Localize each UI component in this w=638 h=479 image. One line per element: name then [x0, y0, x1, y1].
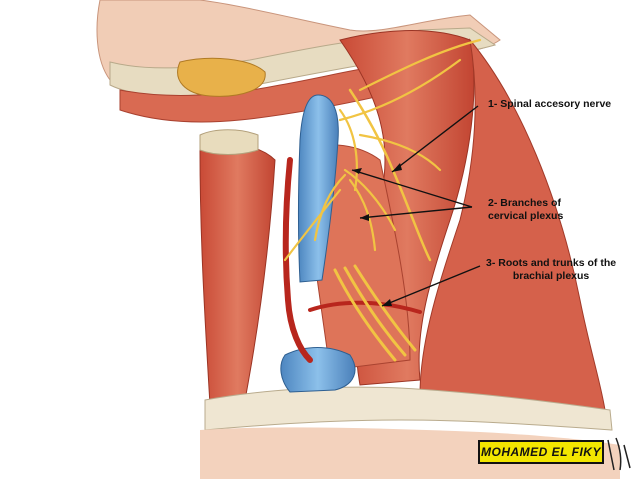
- label-brachial-plexus: 3- Roots and trunks of the brachial plex…: [486, 257, 616, 283]
- author-name: MOHAMED EL FIKY: [481, 445, 601, 459]
- transverse-cervical-artery: [308, 300, 422, 314]
- strap-muscles: [199, 144, 276, 406]
- internal-jugular-vein: [298, 94, 339, 283]
- label-pointer-lines: [351, 105, 481, 307]
- submandibular-gland: [177, 57, 266, 97]
- label-2-line-1: 2- Branches of: [488, 197, 561, 209]
- spinal-accessory-nerve: [348, 88, 432, 262]
- hyoid-bone: [199, 129, 259, 155]
- brachial-plexus-trunks: [333, 264, 417, 362]
- author-badge: MOHAMED EL FIKY: [478, 440, 604, 464]
- signature-mark: [607, 437, 631, 471]
- label-spinal-accessory-nerve: 1- Spinal accesory nerve: [488, 98, 611, 111]
- subclavian-vein: [280, 347, 356, 393]
- label-1-text: 1- Spinal accesory nerve: [488, 98, 612, 110]
- cervical-plexus-nerves: [283, 38, 482, 262]
- label-2-line-2: cervical plexus: [488, 210, 564, 222]
- label-3-line-2: brachial plexus: [512, 270, 590, 282]
- label-pointer-arrowheads: [352, 163, 402, 306]
- label-3-line-1: 3- Roots and trunks of the: [486, 257, 617, 269]
- label-cervical-plexus: 2- Branches of cervical plexus: [488, 197, 563, 223]
- carotid-artery: [282, 157, 313, 363]
